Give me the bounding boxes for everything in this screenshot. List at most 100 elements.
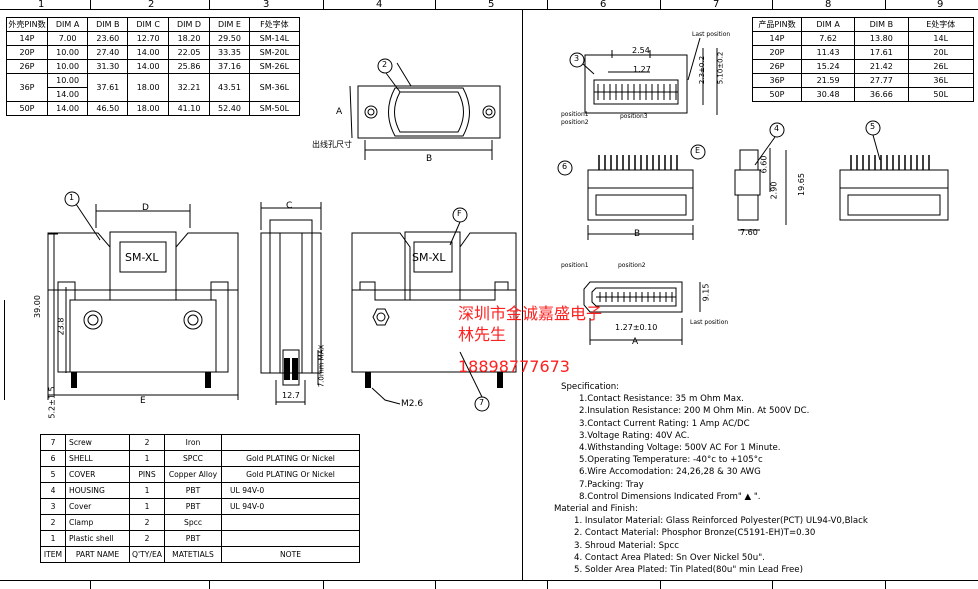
spec-item: 4.Withstanding Voltage: 500V AC For 1 Mi… (579, 443, 781, 454)
material-item: 5. Solder Area Plated: Tin Plated(80u" m… (574, 565, 803, 576)
bom-qty: 2 (129, 530, 165, 547)
dim-7-0: 7.0mm MAX (317, 344, 326, 388)
position1-bottom: position1 (561, 262, 589, 269)
bom-material: Copper Alloy (164, 466, 222, 483)
bom-part: SHELL (65, 450, 130, 467)
table-cell: 43.51 (209, 73, 250, 102)
bill-of-materials: 7 Screw 2 Iron 6 SHELL 1 SPCC Gold PLATI… (40, 434, 360, 563)
bom-item: 6 (40, 450, 66, 467)
position3-top: position3 (620, 113, 648, 120)
balloon-4: 4 (774, 124, 780, 133)
spec-item: 2.Insulation Resistance: 200 M Ohm Min. … (579, 406, 810, 417)
bom-part: Clamp (65, 514, 130, 531)
watermark-phone: 18898777673 (458, 357, 570, 376)
shell-dimension-table: 外壳PIN数 DIM A DIM B DIM C DIM D DIM E F处字… (6, 17, 301, 116)
dim-39: 39.00 (32, 295, 42, 318)
bom-note: UL 94V-0 (221, 482, 360, 499)
position2-top: position2 (561, 119, 589, 126)
dim-1-27: 1.27 (633, 65, 651, 74)
bom-material: SPCC (164, 450, 222, 467)
grid-col-6: 6 (600, 0, 607, 10)
table-cell: 36.66 (854, 87, 909, 102)
dim-6-6: 6.60 (759, 155, 769, 174)
table-cell: SM-50L (248, 101, 301, 116)
material-item: 3. Shroud Material: Spcc (574, 540, 679, 551)
dim-b-right: B (634, 229, 641, 239)
spec-item: 6.Wire Accomodation: 24,26,28 & 30 AWG (579, 467, 761, 478)
dim-19-65: 19.65 (796, 173, 806, 196)
bom-note: Gold PLATING Or Nickel (221, 450, 360, 467)
bom-part: COVER (65, 466, 130, 483)
bom-part: Screw (65, 434, 130, 451)
last-position-label-top: Last position (692, 31, 731, 38)
bom-note (221, 434, 360, 451)
bom-header-material: MATETIALS (164, 546, 222, 563)
dim-23-8: 23.8 (56, 317, 66, 336)
bom-item: 2 (40, 514, 66, 531)
bom-qty: 1 (129, 482, 165, 499)
back-view (839, 120, 949, 221)
material-item: 4. Contact Area Plated: Sn Over Nickel 5… (574, 552, 765, 563)
bom-note: Gold PLATING Or Nickel (221, 466, 360, 483)
table-cell: 18.00 (127, 101, 169, 116)
dim-b-label: B (426, 154, 433, 164)
bom-qty: PINS (129, 466, 165, 483)
dim-a-right: A (632, 337, 639, 347)
bom-header-qty: Q'TY/EA (129, 546, 165, 563)
table-cell: 18.00 (127, 73, 169, 102)
cable-exit-view (349, 62, 501, 160)
bom-qty: 2 (129, 434, 165, 451)
side-view (260, 202, 322, 405)
table-cell: 41.10 (167, 101, 211, 116)
table-cell: SM-36L (248, 73, 301, 102)
bom-qty: 1 (129, 498, 165, 515)
dim-1-27-pitch: 1.27±0.10 (615, 323, 658, 332)
bom-qty: 2 (129, 514, 165, 531)
grid-col-1: 1 (38, 0, 45, 10)
material-item: 1. Insulator Material: Glass Reinforced … (574, 516, 868, 527)
spec-item: 3.Contact Current Rating: 1 Amp AC/DC (579, 418, 750, 429)
bom-part: Cover (65, 498, 130, 515)
balloon-set (64, 58, 490, 412)
watermark-name: 林先生 (458, 325, 507, 344)
bom-note (221, 514, 360, 531)
balloon-f: F (457, 209, 462, 218)
balloon-6: 6 (562, 162, 568, 171)
bom-qty: 1 (129, 450, 165, 467)
material-title: Material and Finish: (554, 504, 638, 514)
bom-item: 7 (40, 434, 66, 451)
balloon-2: 2 (382, 60, 388, 69)
profile-view (734, 122, 787, 231)
dim-7-6: 7.60 (740, 228, 758, 237)
bom-material: PBT (164, 530, 222, 547)
bom-item: 4 (40, 482, 66, 499)
balloon-1: 1 (69, 193, 75, 202)
grid-col-4: 4 (376, 0, 383, 10)
position1-top: position1 (561, 111, 589, 118)
dim-m2-6: M2.6 (401, 399, 424, 409)
grid-col-8: 8 (825, 0, 832, 10)
bom-note: UL 94V-0 (221, 498, 360, 515)
dim-d-label: D (142, 203, 149, 213)
dim-9-15: 9.15 (701, 283, 711, 302)
spec-item: 8.Control Dimensions Indicated From" ▲ "… (579, 491, 761, 502)
bom-item: 1 (40, 530, 66, 547)
spec-item: 7.Packing: Tray (579, 479, 644, 490)
product-dimension-table: 产品PIN数 DIM A DIM B E处字体 14P 7.62 13.80 1… (752, 17, 974, 102)
table-cell: 50P (752, 87, 802, 102)
dim-5-1: 5.10±0.2 (716, 51, 725, 85)
front-view (47, 204, 239, 400)
bom-header-note: NOTE (221, 546, 360, 563)
grid-col-5: 5 (488, 0, 495, 10)
dim-2-54: 2.54 (632, 46, 650, 55)
balloon-7: 7 (479, 398, 485, 407)
grid-col-3: 3 (263, 0, 270, 10)
specification-block: Specification: 1.Contact Resistance: 35 … (561, 381, 809, 503)
dim-2-3: 2.3±0.2 (698, 55, 707, 85)
bom-item: 3 (40, 498, 66, 515)
dim-2-9: 2.90 (769, 181, 779, 200)
material-item: 2. Contact Material: Phosphor Bronze(C51… (574, 528, 816, 539)
top-view (557, 144, 706, 240)
